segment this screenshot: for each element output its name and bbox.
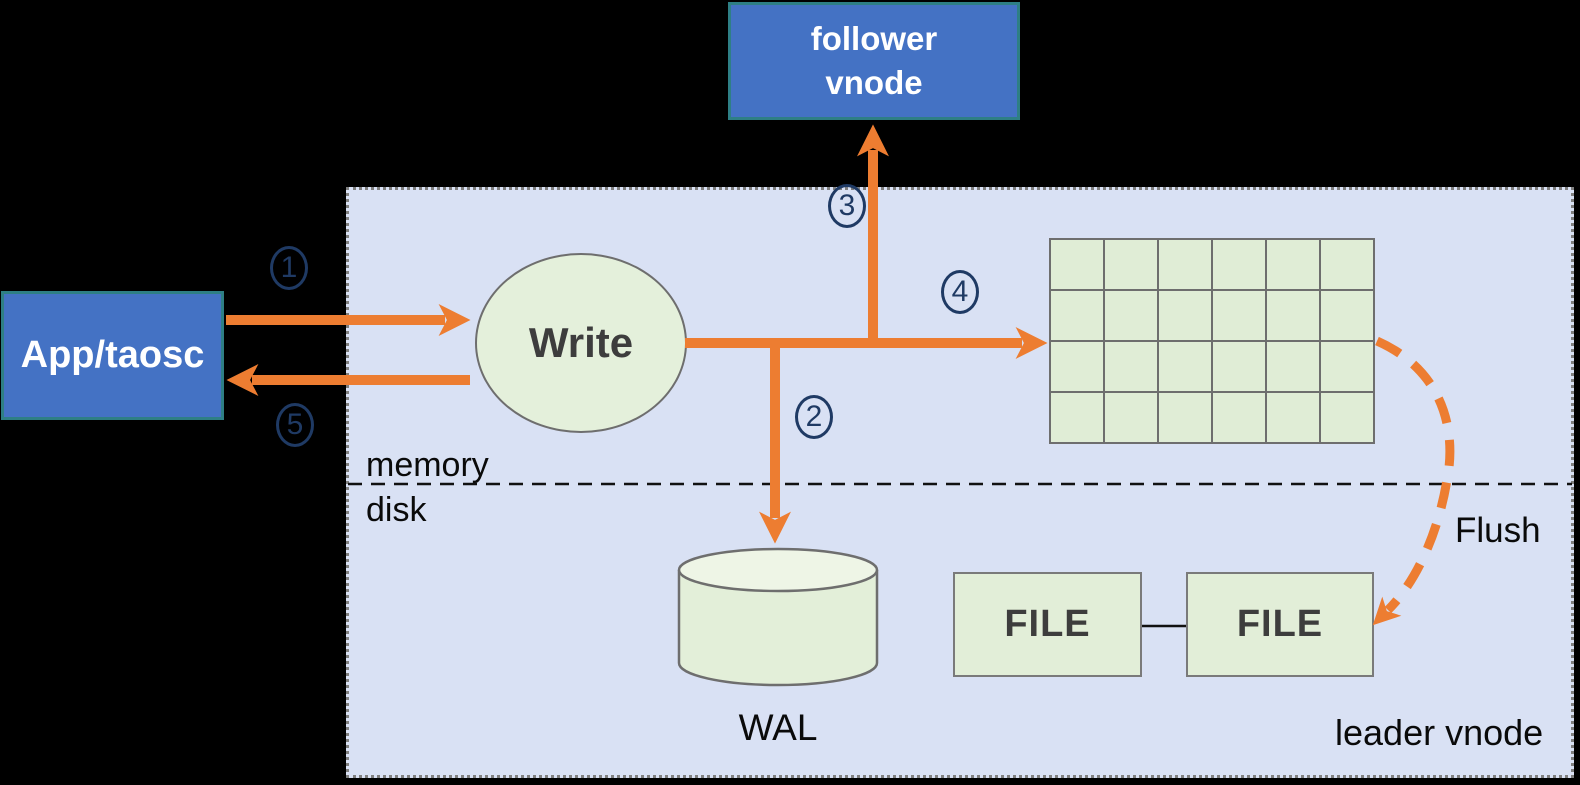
memtable-cell [1105, 240, 1157, 289]
step-1-badge: 1 [270, 246, 308, 290]
file-left-label: FILE [1004, 603, 1091, 645]
memtable-cell [1267, 291, 1319, 340]
step-3-digit: 3 [838, 189, 856, 222]
memtable-grid [1049, 238, 1375, 444]
memtable-cell [1213, 393, 1265, 442]
memtable-cell [1321, 240, 1373, 289]
disk-label: disk [366, 491, 427, 529]
step-2-badge: 2 [795, 395, 833, 439]
memtable-cell [1051, 240, 1103, 289]
step-4-digit: 4 [951, 275, 969, 308]
memtable-cell [1213, 291, 1265, 340]
memtable-cell [1159, 291, 1211, 340]
memtable-cell [1105, 291, 1157, 340]
memtable-cell [1051, 393, 1103, 442]
app-taosc-node: App/taosc [1, 291, 224, 420]
step-5-badge: 5 [276, 403, 314, 447]
memtable-cell [1159, 342, 1211, 391]
step-5-digit: 5 [286, 408, 304, 441]
memtable-cell [1321, 342, 1373, 391]
memtable-cell [1267, 393, 1319, 442]
memtable-cell [1213, 240, 1265, 289]
memtable-cell [1267, 342, 1319, 391]
memtable-cell [1159, 393, 1211, 442]
file-right-label: FILE [1236, 603, 1324, 645]
follower-vnode-node: follower vnode [728, 2, 1020, 120]
memtable-cell [1105, 342, 1157, 391]
step-2-digit: 2 [805, 400, 823, 433]
follower-vnode-label-line2: vnode [825, 64, 923, 101]
memory-label: memory [366, 446, 489, 484]
memtable-cell [1105, 393, 1157, 442]
file-node-right: FILE [1186, 572, 1374, 677]
memtable-cell [1051, 291, 1103, 340]
app-taosc-label: App/taosc [20, 334, 205, 376]
follower-vnode-label-line1: follower [810, 20, 938, 58]
memtable-cell [1267, 240, 1319, 289]
wal-cylinder-icon [677, 547, 879, 687]
file-node-left: FILE [953, 572, 1142, 677]
step-4-badge: 4 [941, 270, 979, 314]
memtable-cell [1321, 291, 1373, 340]
memtable-cell [1159, 240, 1211, 289]
write-label: Write [528, 319, 634, 366]
write-process-node: Write [475, 253, 687, 433]
memtable-cell [1321, 393, 1373, 442]
memtable-cell [1051, 342, 1103, 391]
wal-label: WAL [738, 707, 818, 748]
step-1-digit: 1 [280, 251, 298, 284]
flush-label: Flush [1455, 511, 1541, 550]
leader-vnode-label: leader vnode [1335, 712, 1544, 753]
step-3-badge: 3 [828, 184, 866, 228]
memtable-cell [1213, 342, 1265, 391]
